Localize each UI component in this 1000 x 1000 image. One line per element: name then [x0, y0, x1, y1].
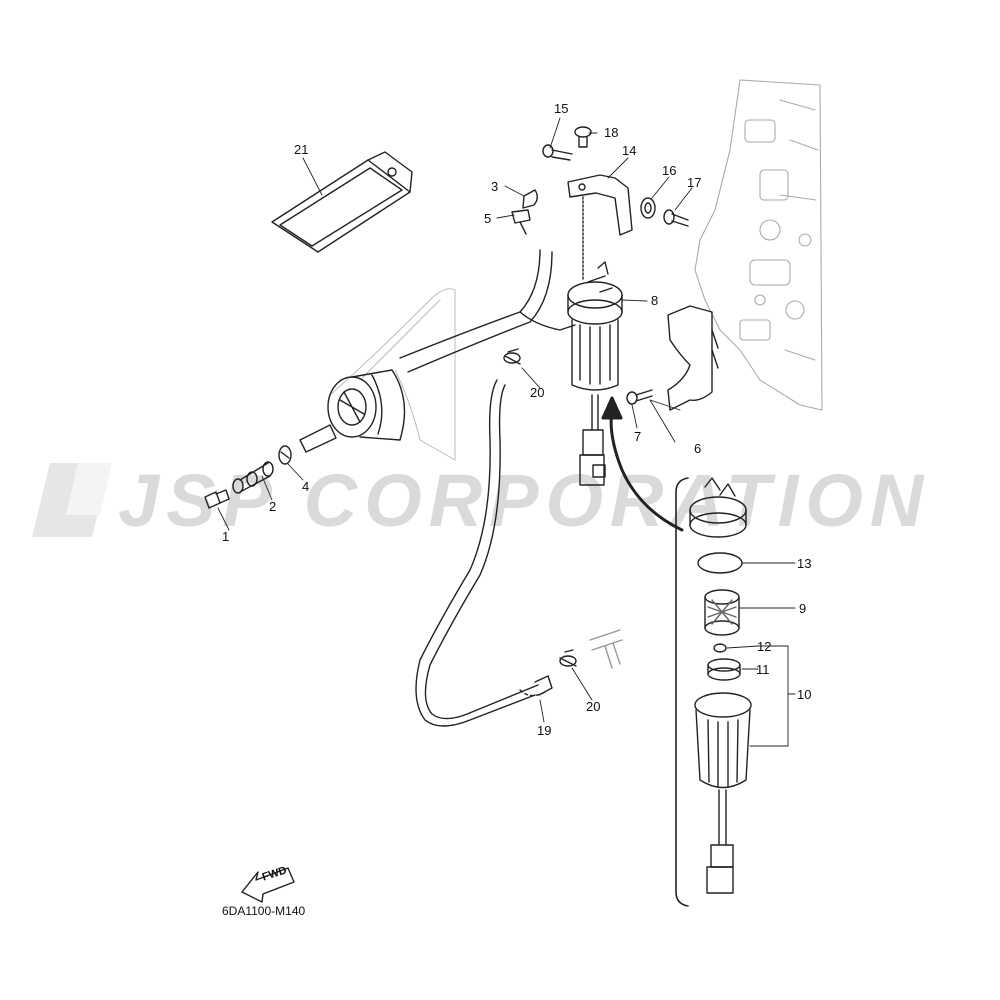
- clamp-part-20-upper: [503, 348, 521, 365]
- watermark-logo-icon: [32, 463, 112, 537]
- cup-part-10: [694, 692, 752, 894]
- screw-part-7: [626, 389, 653, 405]
- element-part-9: [704, 589, 740, 636]
- detail-arrow-icon: [601, 396, 684, 532]
- collar-part-17: [663, 209, 689, 227]
- callout-13: 13: [797, 556, 812, 571]
- callout-19: 19: [537, 723, 552, 738]
- t-joint: [589, 629, 623, 669]
- grommet-part-16: [640, 197, 656, 219]
- clamp-part-20-lower: [559, 649, 577, 667]
- drain-screw-part-1: [204, 489, 230, 509]
- detail-bracket: [675, 477, 689, 907]
- fwd-arrow-icon: [241, 867, 295, 903]
- callout-9: 9: [799, 601, 807, 616]
- callout-12: 12: [757, 639, 772, 654]
- callout-18: 18: [604, 125, 619, 140]
- callout-15: 15: [554, 101, 569, 116]
- clip-part-4: [278, 445, 292, 465]
- engine-cowl-outline: [329, 288, 456, 461]
- callout-1: 1: [222, 529, 230, 544]
- callout-20-lower: 20: [586, 699, 601, 714]
- hose-part-19: [415, 379, 553, 727]
- callout-7: 7: [634, 429, 642, 444]
- fuel-joint: [299, 369, 406, 453]
- diagram-code: 6DA1100-M140: [222, 904, 306, 918]
- cover-part-6: [667, 305, 719, 411]
- callout-10: 10: [797, 687, 812, 702]
- ring-part-12: [713, 643, 727, 653]
- o-ring-part-13: [697, 552, 743, 574]
- fuel-hose-upper: [399, 249, 576, 373]
- callout-14: 14: [622, 143, 637, 158]
- bracket-part-14: [567, 174, 633, 281]
- callout-20-upper: 20: [530, 385, 545, 400]
- callout-16: 16: [662, 163, 677, 178]
- filter-cap-exploded: [689, 477, 747, 538]
- connector-part-2: [232, 461, 274, 494]
- callout-2: 2: [269, 499, 277, 514]
- callout-4: 4: [302, 479, 310, 494]
- leader-lines: [217, 117, 796, 747]
- hose-clamp-part-5: [511, 209, 531, 235]
- callout-3: 3: [491, 179, 499, 194]
- callout-21: 21: [294, 142, 309, 157]
- bag-part-21: [271, 151, 413, 253]
- callout-8: 8: [651, 293, 659, 308]
- callout-5: 5: [484, 211, 492, 226]
- float-part-11: [707, 658, 741, 681]
- hose-clip-part-3: [522, 189, 538, 209]
- engine-block: [694, 79, 823, 411]
- callout-11: 11: [756, 662, 770, 677]
- callout-17: 17: [687, 175, 702, 190]
- callout-6: 6: [694, 441, 702, 456]
- bolt-part-15: [542, 144, 573, 161]
- bolt-part-18: [574, 126, 592, 148]
- fuel-filter-part-8: [567, 261, 623, 486]
